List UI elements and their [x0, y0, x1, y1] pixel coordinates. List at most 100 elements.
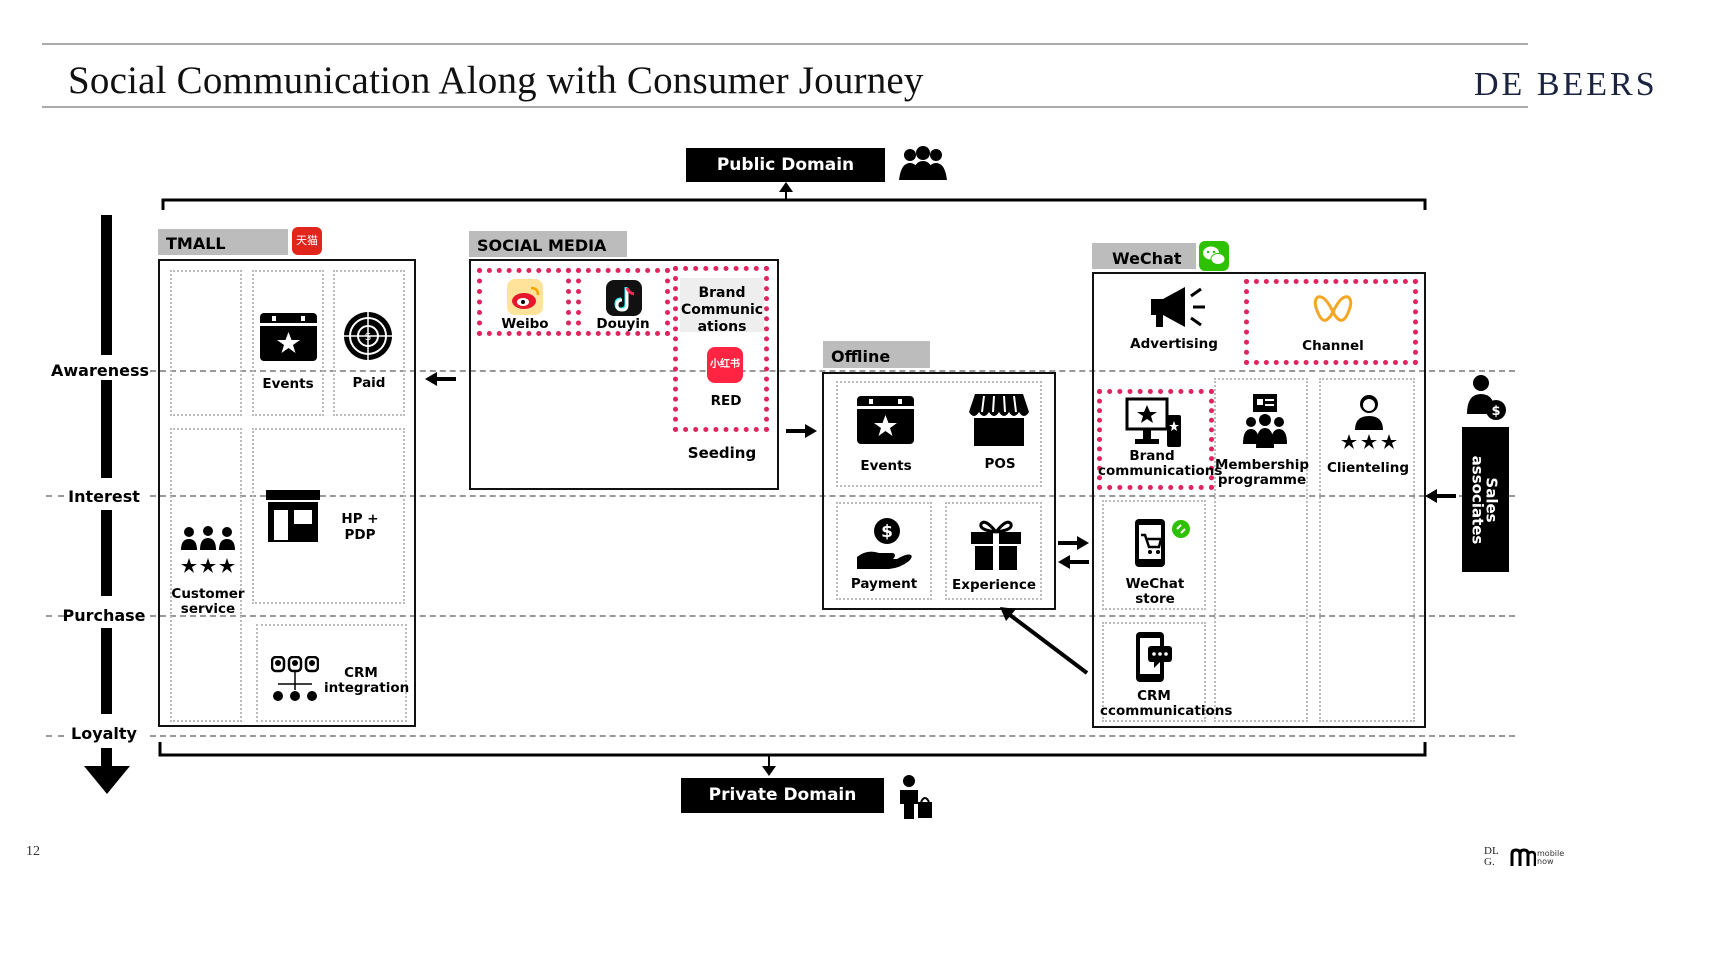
sales-associates-label-2: associates	[1468, 455, 1487, 545]
purchase-line	[150, 615, 1515, 617]
target-dollar-icon: $	[342, 310, 394, 362]
wechat-cell-membership	[1214, 378, 1308, 722]
weibo-icon	[507, 279, 543, 315]
tmall-logo-icon: 天猫	[292, 227, 322, 255]
svg-text:$: $	[1491, 404, 1500, 419]
header-top-rule	[42, 43, 1528, 45]
tmall-crm-label-2: integration	[324, 680, 410, 696]
wechat-tab: WeChat	[1092, 243, 1196, 269]
arrow-right-to-offline	[786, 424, 817, 438]
axis-arrow-down	[84, 766, 130, 794]
arrow-crm-to-offline	[1000, 607, 1089, 675]
page-title: Social Communication Along with Consumer…	[68, 59, 924, 102]
tmall-cell-crm	[256, 624, 407, 722]
sales-associates-text: Sales associates	[1468, 428, 1501, 573]
interest-line-lead	[46, 495, 64, 497]
interest-line	[150, 495, 1515, 497]
social-media-tab: SOCIAL MEDIA	[469, 231, 627, 257]
mobile-now-text: mobile now	[1537, 850, 1564, 866]
douyin-highlight	[576, 268, 670, 336]
stage-purchase: Purchase	[62, 606, 146, 625]
public-domain-bracket	[161, 182, 1427, 210]
offline-pos-label: POS	[984, 456, 1016, 472]
crm-network-icon	[271, 656, 319, 701]
tmall-paid-label: Paid	[352, 375, 386, 391]
wechat-logo-icon	[1199, 241, 1229, 271]
svg-text:$: $	[365, 330, 372, 343]
wechat-store-label-2: store	[1135, 591, 1175, 607]
svg-text:$: $	[881, 522, 893, 542]
wechat-cell-clienteling	[1319, 378, 1415, 722]
arrow-left-from-sales	[1425, 489, 1456, 503]
storefront-icon	[266, 490, 320, 542]
wechat-brand-comm-label-2: communications	[1098, 463, 1223, 479]
brand-comm-red-highlight	[673, 266, 769, 432]
tmall-customer-service-label-1: Customer	[171, 586, 245, 602]
weibo-highlight	[477, 268, 571, 336]
channels-butterfly-icon	[1313, 295, 1353, 322]
private-domain-bracket	[158, 742, 1427, 776]
channel-highlight	[1244, 279, 1418, 365]
crm-phone-chat-icon	[1136, 632, 1172, 682]
wechat-store-label-1: WeChat	[1125, 576, 1185, 592]
offline-panel	[822, 372, 1056, 610]
wechat-store-phone-cart-icon	[1135, 519, 1190, 567]
arrow-left-to-tmall	[425, 372, 456, 386]
mobile-now-logo-icon	[1510, 848, 1536, 866]
public-domain-label: Public Domain	[686, 148, 885, 182]
tmall-events-label: Events	[262, 376, 314, 392]
douyin-label: Douyin	[596, 316, 650, 332]
offline-cell-experience	[945, 502, 1042, 600]
douyin-icon	[606, 280, 642, 316]
shop-awning-icon	[969, 394, 1029, 446]
offline-experience-label: Experience	[952, 577, 1036, 593]
tmall-crm-label-1: CRM	[344, 665, 378, 681]
private-domain-label: Private Domain	[681, 778, 884, 813]
wechat-advertising-label: Advertising	[1130, 336, 1218, 352]
offline-payment-label: Payment	[850, 576, 918, 592]
page-number: 12	[26, 844, 40, 859]
weibo-label: Weibo	[501, 316, 549, 332]
tmall-customer-service-label-2: service	[180, 601, 236, 617]
sales-associate-person-icon: $	[1467, 375, 1506, 420]
axis-bar-3	[101, 510, 112, 596]
wechat-cell-crm	[1102, 622, 1206, 722]
wechat-brand-comm-label-1: Brand	[1129, 448, 1175, 464]
mobile-now-line-1: mobile	[1537, 849, 1565, 858]
axis-bar-1	[101, 215, 112, 355]
awareness-line	[150, 370, 1515, 372]
stage-interest: Interest	[68, 487, 140, 506]
tmall-hp-pdp-label: HP + PDP	[341, 511, 379, 543]
tmall-cell-empty-1	[170, 270, 242, 416]
loyalty-line-lead	[46, 735, 64, 737]
wechat-crm-label-2: ccommunications	[1100, 703, 1233, 719]
gift-box-icon	[971, 520, 1021, 570]
red-xiaohongshu-icon: 小红书	[707, 347, 743, 383]
dl-logo-line-1: DL	[1484, 845, 1499, 857]
wechat-clienteling-label: Clienteling	[1326, 460, 1410, 476]
offline-tab: Offline	[823, 341, 930, 368]
exchange-arrows-icon	[1058, 536, 1089, 569]
social-brand-comm-label-2: Communic	[680, 302, 764, 318]
wechat-membership-label-1: Membership	[1214, 457, 1310, 473]
wechat-crm-label-1: CRM	[1137, 688, 1171, 704]
customer-service-icon	[181, 526, 235, 573]
social-brand-comm-label-3: ations	[697, 319, 747, 335]
axis-bar-5	[101, 748, 112, 770]
wechat-channel-label: Channel	[1302, 338, 1364, 354]
seeding-label: Seeding	[687, 444, 757, 462]
dl-logo: DL G.	[1484, 846, 1499, 868]
purchase-line-lead	[46, 615, 64, 617]
tmall-cell-events	[252, 270, 324, 416]
tmall-cell-paid	[333, 270, 405, 416]
tmall-cell-customer-service	[170, 428, 242, 722]
axis-bar-2	[101, 380, 112, 478]
wechat-cell-store	[1102, 500, 1206, 610]
brand-logo: DE BEERS	[1474, 66, 1658, 103]
loyalty-line	[150, 735, 1515, 737]
sales-associates-label-1: Sales	[1482, 477, 1501, 523]
brand-communications-highlight	[1097, 389, 1214, 490]
wechat-panel	[1092, 272, 1426, 728]
payment-hand-dollar-icon: $	[857, 518, 912, 569]
mobile-now-line-2: now	[1537, 857, 1554, 866]
